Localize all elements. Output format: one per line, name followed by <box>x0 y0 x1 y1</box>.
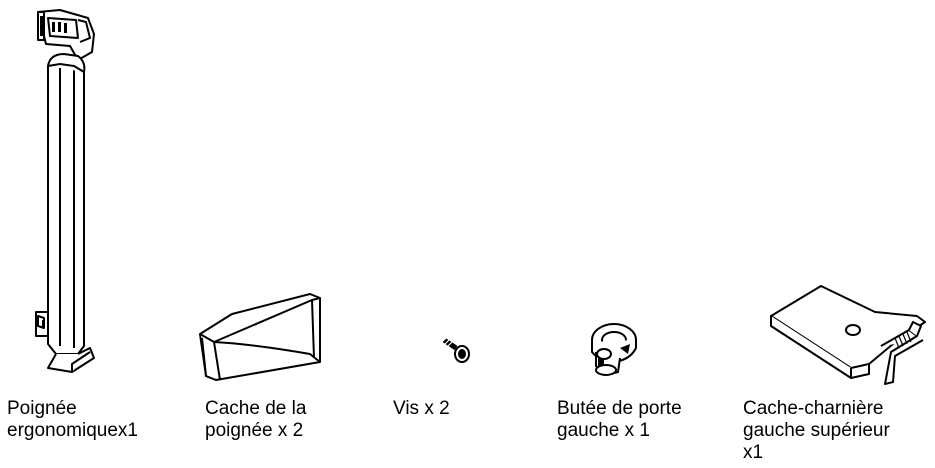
handle-cover-illustration <box>192 292 327 387</box>
caption-line: Vis x 2 <box>393 398 450 419</box>
part-caption: Cache de la poignée x 2 <box>205 398 375 442</box>
part-caption: Poignée ergonomiquex1 <box>7 398 197 442</box>
ergonomic-handle-illustration <box>20 8 110 380</box>
caption-line: x1 <box>743 442 764 463</box>
caption-line: Butée de porte <box>557 398 682 419</box>
part-caption: Butée de porte gauche x 1 <box>557 398 737 442</box>
door-stop-illustration <box>580 318 640 380</box>
caption-line: gauche supérieur <box>743 420 890 441</box>
caption-line: gauche x 1 <box>557 420 650 441</box>
caption-line: Cache-charnière <box>743 398 884 419</box>
hinge-cover-illustration <box>765 278 930 386</box>
caption-line: poignée x 2 <box>205 420 304 441</box>
part-caption: Cache-charnière gauche supérieur x1 <box>743 398 933 464</box>
caption-line: Poignée <box>7 398 77 419</box>
caption-line: Cache de la <box>205 398 307 419</box>
part-caption: Vis x 2 <box>393 398 513 420</box>
screw-illustration <box>440 336 474 366</box>
caption-line: ergonomiquex1 <box>7 420 138 441</box>
